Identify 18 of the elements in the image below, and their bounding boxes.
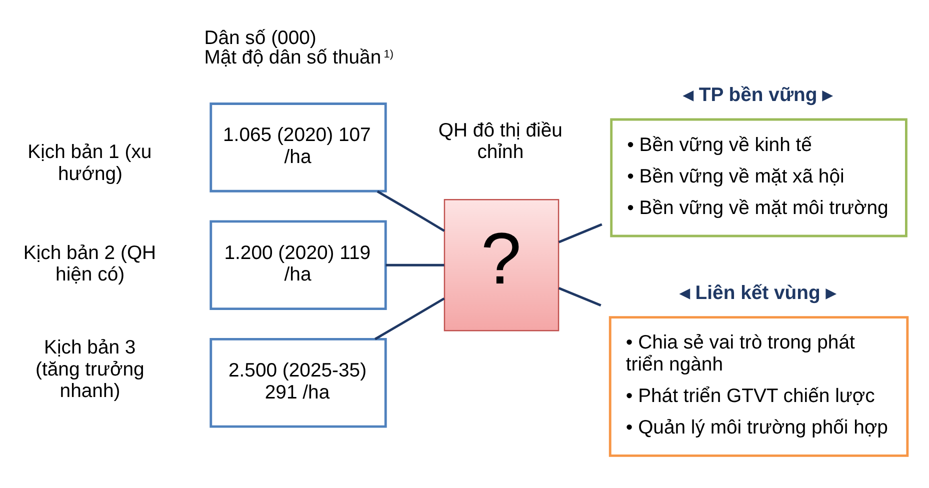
- node-label: ◂ TP bền vững ▸: [684, 84, 833, 106]
- node-label: Kịch bản 1 (xu hướng): [28, 140, 152, 184]
- node-label: Kịch bản 3 (tăng trưởng nhanh): [36, 336, 144, 402]
- connector: [386, 263, 444, 266]
- node-box: ?: [444, 198, 560, 331]
- label: Dân số (000): [204, 26, 316, 49]
- node-label: ◂ Liên kết vùng ▸: [680, 281, 836, 304]
- node-box: • Chia sẻ vai trò trong phát triển ngành • Phát triển GTVT chiến lược • Quản lý môi trường phối hợp: [608, 316, 909, 456]
- node-box: 1.200 (2020) 119 /ha: [210, 220, 387, 310]
- connector: [558, 286, 602, 306]
- node-box: 1.065 (2020) 107 /ha: [210, 102, 387, 192]
- connector: [376, 190, 445, 232]
- node-label: QH đô thị điều chỉnh: [438, 118, 562, 163]
- connector: [374, 296, 445, 340]
- node-box: • Bền vững về kinh tế • Bền vững về mặt xã hội • Bền vững về mặt môi trường: [610, 118, 908, 237]
- connector: [558, 222, 602, 243]
- node-box: 2.500 (2025-35) 291 /ha: [210, 337, 387, 428]
- node-label: Kịch bản 2 (QH hiện có): [23, 241, 156, 286]
